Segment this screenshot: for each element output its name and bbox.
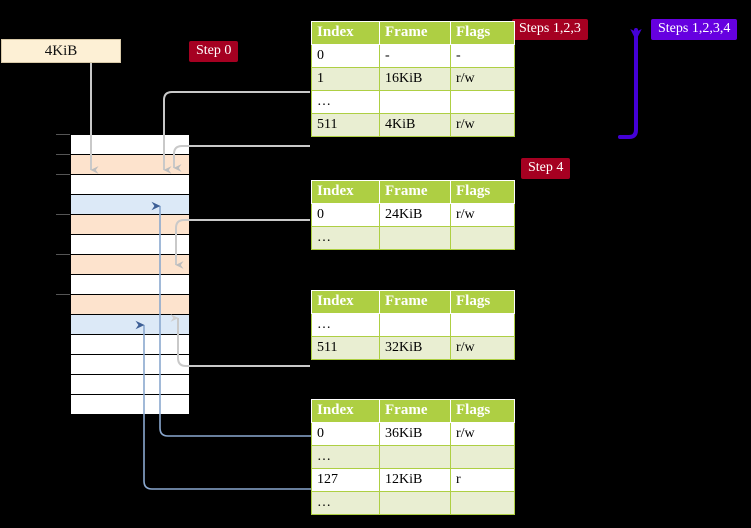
table-cell: 511 (311, 336, 380, 360)
memory-frame-row (70, 374, 190, 395)
memory-row-tick (56, 294, 70, 295)
memory-frame-row (70, 274, 190, 295)
table-cell (450, 90, 515, 114)
table-cell (450, 491, 515, 515)
column-header: Frame (379, 21, 451, 45)
table-cell: 16KiB (379, 67, 451, 91)
step-pill: Steps 1,2,3 (512, 19, 588, 41)
table-cell (450, 445, 515, 469)
memory-frame-row (70, 294, 190, 315)
memory-row-tick (56, 174, 70, 175)
table-cell: r (450, 468, 515, 492)
table-cell: … (311, 313, 380, 337)
table-cell (379, 313, 451, 337)
column-header: Flags (450, 180, 515, 204)
table-cell: 36KiB (379, 422, 451, 446)
memory-frame-row (70, 214, 190, 235)
step-pill: Steps 1,2,3,4 (651, 19, 738, 41)
frame-size-box: 4KiB (1, 39, 121, 63)
connector-pdp-to-memory (175, 219, 310, 269)
memory-frame-row (70, 334, 190, 355)
column-header: Frame (379, 290, 451, 314)
table-cell: r/w (450, 336, 515, 360)
memory-frame-row (70, 134, 190, 155)
column-header: Index (311, 399, 380, 423)
table-cell (379, 226, 451, 250)
table-cell: - (379, 44, 451, 68)
table-cell: 4KiB (379, 113, 451, 137)
memory-frame-row (70, 354, 190, 375)
table-row: … (311, 226, 515, 250)
column-header: Frame (379, 399, 451, 423)
table-cell: … (311, 445, 380, 469)
column-header: Index (311, 290, 380, 314)
table-row: … (311, 445, 515, 469)
table-cell: r/w (450, 203, 515, 227)
table-cell: … (311, 226, 380, 250)
step-pill: Step 0 (189, 41, 239, 63)
table-cell (450, 226, 515, 250)
table-cell: r/w (450, 67, 515, 91)
table-cell (379, 90, 451, 114)
connector-memory-to-pml4 (173, 145, 310, 172)
table-cell: r/w (450, 113, 515, 137)
memory-frame-row (70, 254, 190, 275)
table-cell (379, 491, 451, 515)
connector-pd-to-memory (170, 314, 310, 367)
table-cell: - (450, 44, 515, 68)
memory-row-tick (56, 214, 70, 215)
memory-row-tick (56, 154, 70, 155)
table-cell: 24KiB (379, 203, 451, 227)
column-header: Flags (450, 21, 515, 45)
table-cell: 127 (311, 468, 380, 492)
table-row: … (311, 313, 515, 337)
table-cell: 511 (311, 113, 380, 137)
table-cell: 12KiB (379, 468, 451, 492)
table-cell: 1 (311, 67, 380, 91)
table-cell: … (311, 491, 380, 515)
table-cell: 0 (311, 422, 380, 446)
memory-row-tick (56, 254, 70, 255)
table-row: 0-- (311, 44, 515, 68)
table-cell (450, 313, 515, 337)
physical-memory-column (56, 134, 190, 415)
memory-row-tick (56, 134, 70, 135)
column-header: Index (311, 21, 380, 45)
table-cell: 0 (311, 203, 380, 227)
table-cell: 32KiB (379, 336, 451, 360)
memory-frame-row (70, 154, 190, 175)
table-cell (379, 445, 451, 469)
memory-frame-row (70, 174, 190, 195)
memory-frame-row (70, 394, 190, 415)
memory-frame-row (70, 194, 190, 215)
table-cell: 0 (311, 44, 380, 68)
column-header: Frame (379, 180, 451, 204)
column-header: Flags (450, 290, 515, 314)
column-header: Flags (450, 399, 515, 423)
memory-frame-row (70, 314, 190, 335)
table-cell: … (311, 90, 380, 114)
step-pill: Step 4 (521, 158, 571, 180)
column-header: Index (311, 180, 380, 204)
memory-frame-row (70, 234, 190, 255)
table-row: … (311, 90, 515, 114)
table-row: … (311, 491, 515, 515)
table-cell: r/w (450, 422, 515, 446)
steps-bracket-arrow (618, 28, 642, 139)
